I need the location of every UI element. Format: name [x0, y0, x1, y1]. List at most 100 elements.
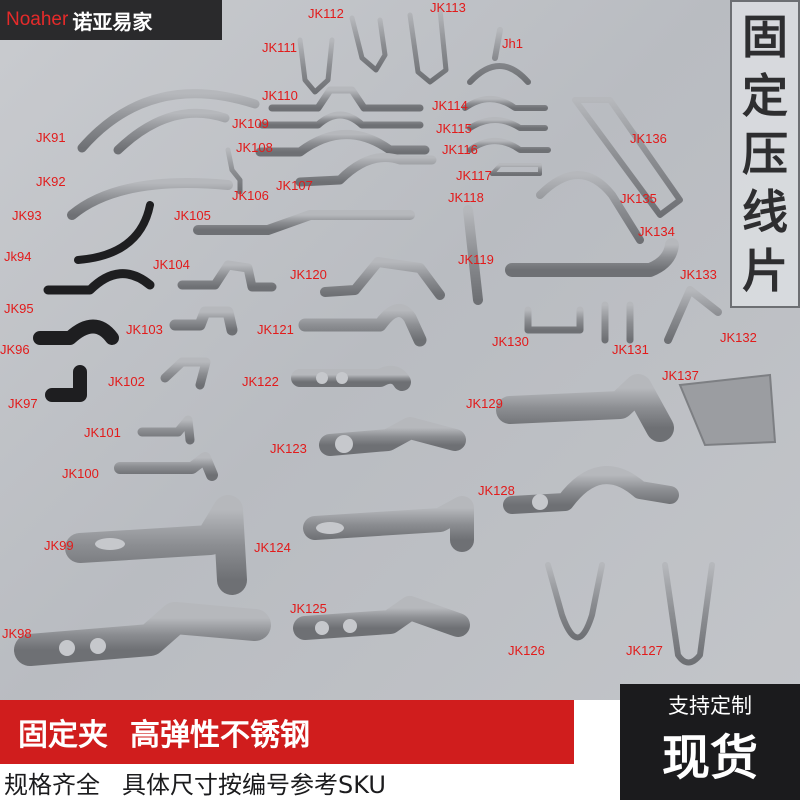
- part-jk101: [137, 415, 195, 445]
- part-jk116: [467, 138, 551, 153]
- part-jk106: [225, 147, 243, 195]
- label-jk97: JK97: [8, 396, 38, 411]
- vertical-title-char: 固: [742, 10, 788, 65]
- part-jk136: [572, 97, 683, 218]
- part-jk135: [536, 171, 644, 244]
- label-jk118: JK118: [448, 190, 484, 205]
- label-jk109: JK109: [232, 116, 269, 131]
- label-jk126: JK126: [508, 643, 545, 658]
- part-jk102: [160, 357, 211, 390]
- label-jk96: JK96: [0, 342, 30, 357]
- label-jk91: JK91: [36, 130, 66, 145]
- brand-chinese: 诺亚易家: [72, 9, 153, 34]
- hole-jk128: [532, 494, 548, 510]
- part-jk121: [298, 304, 427, 347]
- part-jk115: [467, 117, 548, 131]
- label-jk102: JK102: [108, 374, 145, 389]
- part-jk113: [407, 7, 449, 85]
- part-jk103: [169, 306, 238, 336]
- label-jk121: JK121: [257, 322, 294, 337]
- label-jk115: JK115: [436, 121, 472, 136]
- hole-jk98-a: [59, 640, 75, 656]
- part-jk97: [45, 365, 87, 402]
- part-jk95: [43, 269, 155, 295]
- label-jk114: JK114: [432, 98, 468, 113]
- part-jk93: [67, 178, 233, 220]
- footer-text-left: 规格齐全: [4, 770, 100, 799]
- label-jk119: JK119: [458, 252, 494, 267]
- label-jk112: JK112: [308, 6, 344, 21]
- part-jk109: [258, 111, 424, 129]
- label-jk116: JK116: [442, 142, 478, 157]
- label-jk93: JK93: [12, 208, 42, 223]
- label-jk110: JK110: [262, 88, 298, 103]
- label-jk124: JK124: [254, 540, 291, 555]
- promo-text-left: 固定夹: [18, 718, 108, 753]
- label-jk105: JK105: [174, 208, 211, 223]
- footer-bar: 规格齐全 具体尺寸按编号参考SKU: [0, 764, 620, 800]
- label-jk130: JK130: [492, 334, 529, 349]
- brand-logo: Noaher 诺亚易家: [0, 0, 222, 40]
- label-jk99: JK99: [44, 538, 74, 553]
- part-jk99: [65, 495, 247, 595]
- part-jk133: [505, 238, 679, 277]
- part-jk122: [291, 365, 411, 391]
- part-jk119: [463, 205, 483, 305]
- badge-main-text: 现货: [661, 730, 758, 786]
- label-jk117: JK117: [456, 168, 492, 183]
- label-jk129: JK129: [466, 396, 503, 411]
- label-jk137: JK137: [662, 368, 699, 383]
- label-jk103: JK103: [126, 322, 163, 337]
- footer-text-right: 具体尺寸按编号参考SKU: [122, 770, 386, 799]
- label-jk100: JK100: [62, 466, 99, 481]
- promo-banner: 固定夹 高弹性不锈钢: [0, 700, 574, 764]
- label-jk107: JK107: [276, 178, 313, 193]
- label-jk98: JK98: [2, 626, 32, 641]
- label-jk131: JK131: [612, 342, 649, 357]
- part-jk130: [524, 306, 584, 334]
- label-jh1: Jh1: [502, 36, 523, 51]
- hole-jk122-b: [336, 372, 348, 384]
- label-jk128: JK128: [478, 483, 515, 498]
- part-jk112: [349, 15, 388, 73]
- label-jk134: JK134: [638, 224, 675, 239]
- part-jk108: [255, 130, 430, 157]
- promo-text-right: 高弹性不锈钢: [130, 718, 310, 753]
- part-jk137: [678, 373, 777, 447]
- part-jk100: [114, 452, 218, 481]
- label-jk111: JK111: [262, 40, 297, 55]
- brand-latin: Noaher: [6, 9, 69, 30]
- label-jk122: JK122: [242, 374, 279, 389]
- label-jk136: JK136: [630, 131, 667, 146]
- hole-jk99: [95, 538, 125, 550]
- label-jk113: JK113: [430, 0, 466, 15]
- label-jk92: JK92: [36, 174, 66, 189]
- part-jk129: [496, 374, 674, 442]
- stock-badge: 支持定制 现货: [620, 684, 800, 800]
- part-jk91: [77, 89, 260, 153]
- part-jk124: [303, 496, 474, 552]
- vertical-title-char: 压: [742, 126, 788, 181]
- part-jk132: [664, 286, 722, 344]
- hole-jk122-a: [316, 372, 328, 384]
- vertical-title-char: 线: [742, 185, 788, 240]
- part-jk126: [545, 562, 605, 641]
- label-jk123: JK123: [270, 441, 307, 456]
- label-jk120: JK120: [290, 267, 327, 282]
- label-jk101: JK101: [84, 425, 121, 440]
- part-jk120: [320, 257, 445, 300]
- label-jk95: JK95: [4, 301, 34, 316]
- label-jk125: JK125: [290, 601, 327, 616]
- part-jk111: [297, 37, 335, 95]
- part-jk96: [33, 319, 119, 345]
- part-jk105: [193, 210, 415, 235]
- label-jk108: JK108: [236, 140, 273, 155]
- hole-jk123: [335, 435, 353, 453]
- part-jk92: [113, 108, 230, 155]
- part-jk107: [295, 153, 437, 187]
- part-jk128: [503, 466, 679, 514]
- label-jk132: JK132: [720, 330, 757, 345]
- vertical-title: 固 定 压 线 片: [730, 0, 800, 308]
- part-jk94: [74, 201, 154, 264]
